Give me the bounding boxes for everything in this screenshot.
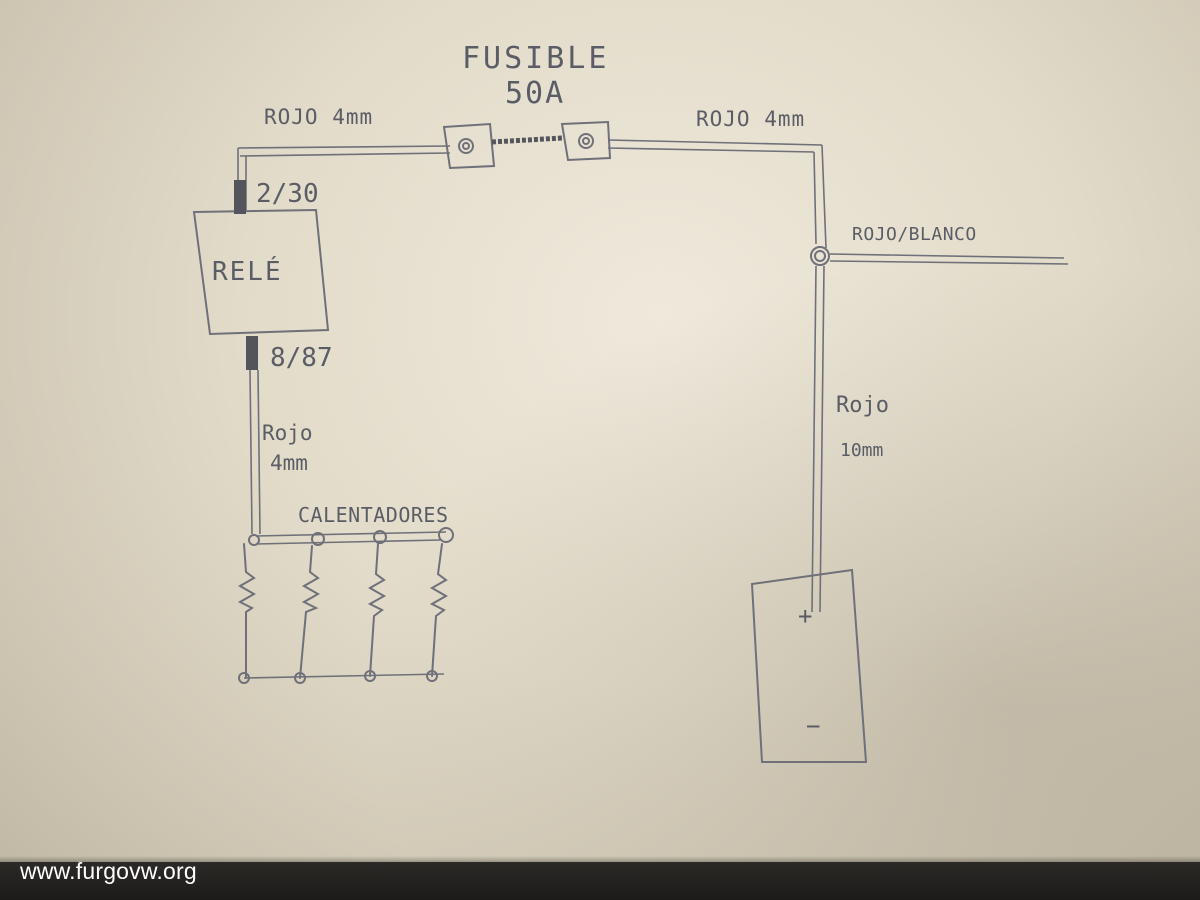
wire-branch-rojo-blanco — [829, 253, 1069, 265]
wire-top-right-label: ROJO 4mm — [696, 107, 805, 131]
relay-box — [192, 208, 330, 336]
wire-right-vertical-label-2: 10mm — [840, 440, 883, 461]
heaters-top-bus — [248, 527, 454, 546]
wire-branch-label: ROJO/BLANCO — [852, 224, 977, 245]
relay-pin-bottom-label: 8/87 — [270, 343, 333, 373]
wire-right-vertical — [811, 265, 825, 613]
wire-left-vertical-label-1: Rojo — [262, 421, 313, 445]
heater-3 — [367, 543, 387, 677]
heaters-bottom-bus — [238, 670, 445, 684]
junction-right — [810, 246, 830, 266]
fuse-rating-label: 50A — [505, 76, 565, 111]
battery-minus-label: − — [806, 712, 820, 740]
heater-1 — [237, 543, 257, 679]
wire-left-vertical — [249, 369, 261, 535]
relay-pin-bottom-terminal — [246, 336, 258, 370]
relay-label: RELÉ — [212, 255, 283, 287]
heaters-label: CALENTADORES — [298, 503, 449, 527]
battery-plus-label: + — [798, 602, 812, 630]
heater-2 — [299, 545, 321, 679]
relay-pin-top-label: 2/30 — [256, 179, 319, 209]
photo-bottom-strip — [0, 862, 1200, 900]
fuse — [442, 120, 612, 170]
heater-4 — [429, 543, 449, 677]
wire-top-right — [607, 139, 827, 249]
wire-right-vertical-label-1: Rojo — [836, 393, 889, 418]
relay-pin-top-terminal — [234, 180, 246, 214]
watermark-text: www.furgovw.org — [20, 858, 197, 884]
wire-top-left-label: ROJO 4mm — [264, 105, 373, 129]
photo-bottom-edge — [0, 856, 1200, 864]
fuse-title-label: FUSIBLE — [462, 41, 609, 76]
battery — [750, 568, 868, 763]
wire-left-vertical-label-2: 4mm — [270, 451, 308, 475]
